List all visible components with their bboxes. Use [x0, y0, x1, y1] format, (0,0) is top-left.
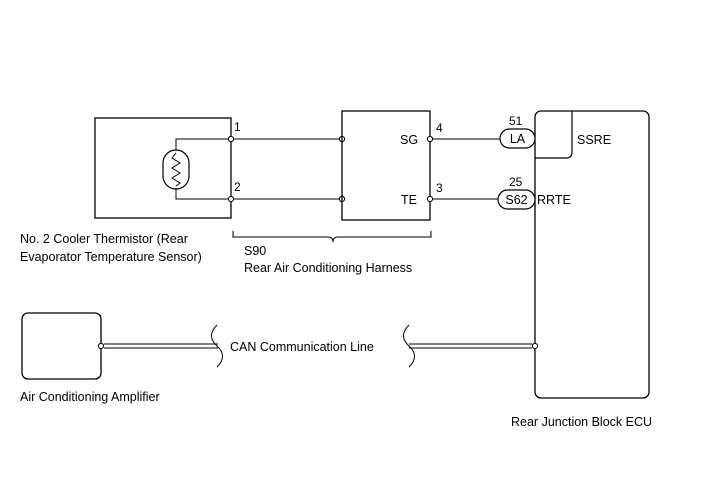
thermistor-pin-1: 1: [234, 120, 241, 134]
can-bus-left: [104, 343, 218, 349]
connector-s62-pin: 25: [509, 175, 523, 189]
harness-box: [341, 110, 431, 221]
harness-brace: [232, 231, 432, 243]
harness-code: S90: [244, 244, 266, 258]
amplifier-box: [21, 312, 102, 380]
ecu-name: Rear Junction Block ECU: [511, 415, 652, 429]
ecu-can-terminal: [531, 342, 539, 350]
thermistor-label-line2: Evaporator Temperature Sensor): [20, 250, 202, 264]
harness-pin-sg-label: SG: [400, 133, 418, 147]
can-break-right: [403, 324, 415, 368]
thermistor-pin-1-terminal: [227, 135, 235, 143]
connector-la-code: LA: [510, 132, 526, 146]
amplifier-can-terminal: [97, 342, 105, 350]
can-bus-right: [409, 343, 532, 349]
thermistor-symbol: [162, 138, 231, 200]
amplifier-name: Air Conditioning Amplifier: [20, 390, 160, 404]
connector-s62: [497, 189, 536, 210]
harness-sg-terminal: [426, 135, 434, 143]
thermistor-box: [94, 117, 232, 219]
harness-pin-sg-number: 4: [436, 121, 443, 135]
ecu-signal-ssre: SSRE: [577, 133, 611, 147]
connector-s62-code: S62: [505, 193, 527, 207]
ecu-inner-connector-outline: [535, 111, 573, 159]
ecu-signal-rrte: RRTE: [537, 193, 571, 207]
thermistor-pin-2: 2: [234, 180, 241, 194]
ecu-box: [534, 110, 650, 399]
connector-la: [499, 128, 536, 149]
harness-pin-te-number: 3: [436, 181, 443, 195]
harness-pin-te-label: TE: [401, 193, 417, 207]
harness-name: Rear Air Conditioning Harness: [244, 261, 412, 275]
can-break-left: [211, 324, 223, 368]
can-line-label: CAN Communication Line: [230, 340, 374, 354]
thermistor-pin-2-terminal: [227, 195, 235, 203]
harness-te-terminal: [426, 195, 434, 203]
connector-la-pin: 51: [509, 114, 523, 128]
thermistor-label-line1: No. 2 Cooler Thermistor (Rear: [20, 232, 188, 246]
